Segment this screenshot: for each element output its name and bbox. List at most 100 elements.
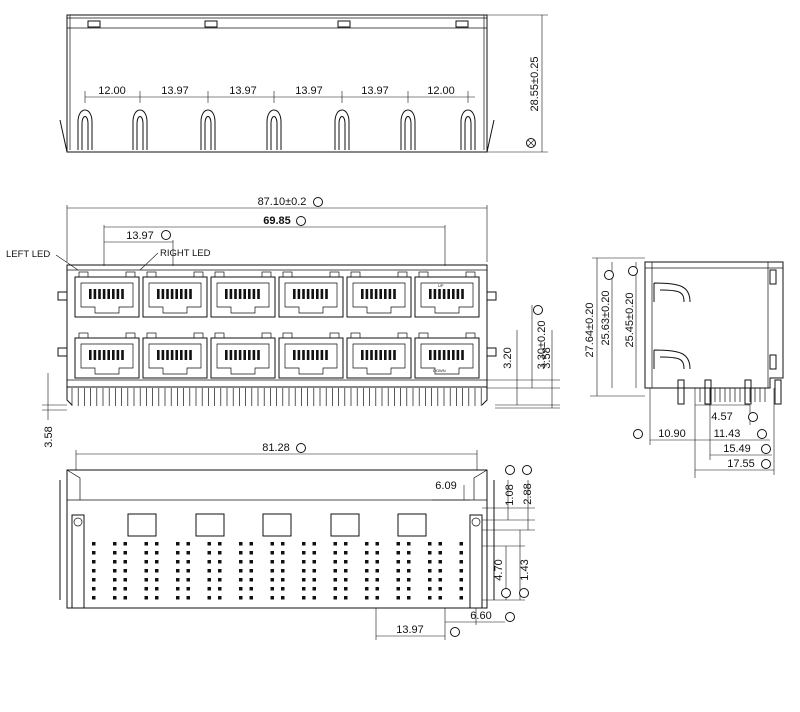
footprint-pad	[438, 542, 442, 546]
footprint-pad	[333, 551, 337, 555]
port-contact	[461, 289, 464, 299]
footprint-pad	[396, 578, 400, 582]
footprint-pad	[144, 560, 148, 564]
footprint-pad	[239, 542, 243, 546]
bottom-d1397: 13.97	[396, 624, 424, 636]
footprint-pad	[375, 551, 379, 555]
footprint-pad	[92, 578, 96, 582]
port-contact	[257, 289, 260, 299]
rj45-port	[74, 276, 140, 318]
cpk-symbol	[505, 612, 515, 622]
bottom-d108: 1.08	[504, 484, 516, 505]
led-window	[261, 271, 272, 278]
bottom-d660: 6.60	[470, 610, 491, 622]
footprint-pad	[365, 569, 369, 573]
footprint-pad	[155, 578, 159, 582]
port-cavity	[216, 343, 270, 375]
port-contact	[238, 289, 242, 299]
footprint-pad	[239, 560, 243, 564]
footprint-pad	[239, 578, 243, 582]
footprint-pad	[281, 542, 285, 546]
port-contact	[325, 350, 328, 360]
footprint-pad	[344, 587, 348, 591]
footprint-pad	[312, 578, 316, 582]
port-contact	[447, 289, 450, 299]
footprint-pad	[375, 587, 379, 591]
footprint-pad	[428, 560, 432, 564]
port-contact	[166, 350, 169, 360]
footprint-pad	[365, 542, 369, 546]
led-window	[193, 332, 204, 339]
port-contact	[107, 289, 110, 299]
footprint-pad	[176, 551, 180, 555]
footprint-pad	[333, 578, 337, 582]
port-contact	[121, 289, 124, 299]
port-contact	[433, 289, 437, 299]
side-d3: 11.43	[714, 428, 741, 440]
top-view: 12.00 13.97 13.97 13.97 13.97 12.00 28.5…	[59, 14, 548, 153]
footprint-pad	[113, 542, 117, 546]
spring-finger	[266, 109, 282, 150]
led-window	[146, 271, 157, 278]
footprint-pad	[218, 596, 222, 600]
port-contact	[316, 350, 319, 360]
cpk-symbol	[161, 230, 171, 240]
footprint-pad	[155, 587, 159, 591]
footprint-pad	[428, 578, 432, 582]
port-contact	[370, 289, 373, 299]
footprint-pad	[428, 542, 432, 546]
bottom-notch	[195, 513, 225, 537]
footprint-pad	[459, 596, 463, 600]
footprint-pad	[249, 551, 253, 555]
down-mark: DOWN	[433, 368, 446, 373]
footprint-pad	[459, 560, 463, 564]
footprint-pad	[207, 551, 211, 555]
footprint-pad	[407, 587, 411, 591]
footprint-pad	[438, 551, 442, 555]
footprint-pad	[302, 560, 306, 564]
port-contact	[438, 350, 441, 360]
rj45-port	[142, 337, 208, 379]
footprint-pad	[281, 596, 285, 600]
footprint-pad	[428, 551, 432, 555]
footprint-pad	[239, 587, 243, 591]
led-window	[261, 332, 272, 339]
cpk-symbol	[296, 216, 306, 226]
left-led-label: LEFT LED	[6, 249, 50, 260]
footprint-pad	[123, 551, 127, 555]
footprint-pad	[92, 542, 96, 546]
port-contact	[102, 350, 106, 360]
footprint-pad	[365, 596, 369, 600]
port-contact	[438, 289, 441, 299]
led-window	[214, 271, 225, 278]
led-window	[282, 332, 293, 339]
led-window	[146, 332, 157, 339]
port-contact	[170, 350, 174, 360]
port-contact	[93, 289, 97, 299]
footprint-pad	[344, 569, 348, 573]
footprint-pad	[438, 578, 442, 582]
port-contact	[442, 289, 446, 299]
footprint-pad	[365, 578, 369, 582]
port-contact	[157, 350, 160, 360]
rj45-port	[346, 337, 412, 379]
footprint-pad	[270, 587, 274, 591]
footprint-pad	[365, 551, 369, 555]
footprint-pad	[312, 560, 316, 564]
port-contact	[320, 350, 324, 360]
led-window	[397, 271, 408, 278]
cpk-symbol	[633, 429, 643, 439]
footprint-pad	[407, 542, 411, 546]
port-contact	[225, 289, 228, 299]
footprint-pad	[396, 569, 400, 573]
footprint-pad	[207, 569, 211, 573]
port-contact	[456, 289, 460, 299]
footprint-pad	[144, 587, 148, 591]
footprint-pad	[396, 551, 400, 555]
footprint-pad	[438, 569, 442, 573]
spring-finger	[334, 109, 350, 150]
footprint-pad	[333, 569, 337, 573]
led-window	[465, 332, 476, 339]
led-window	[125, 271, 136, 278]
